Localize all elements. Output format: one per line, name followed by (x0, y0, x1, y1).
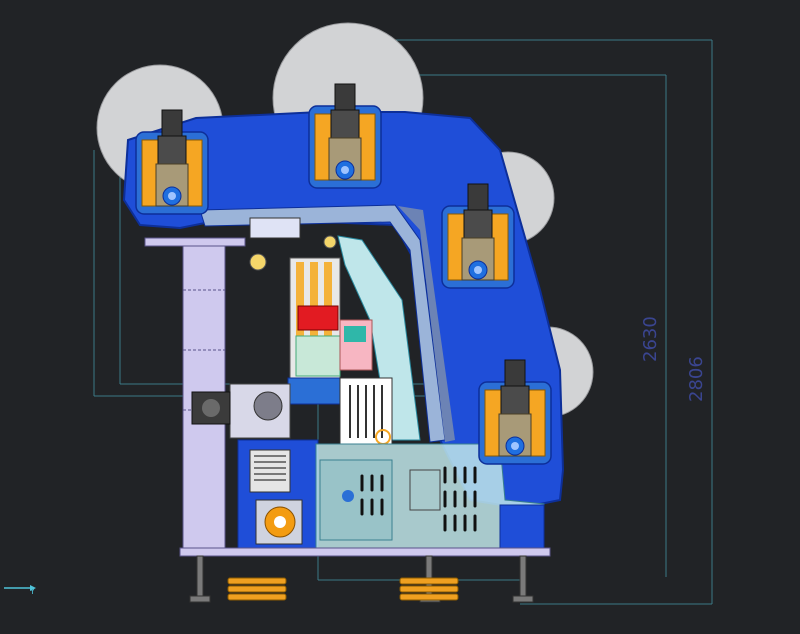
spring-left (227, 577, 287, 601)
inner-cover (337, 235, 421, 441)
feet (179, 547, 551, 603)
front-cover (315, 443, 545, 553)
red-block (297, 305, 339, 331)
dimension-inner: 2630 (640, 316, 661, 362)
axis-label: Y (29, 587, 35, 596)
spring-right (399, 577, 459, 601)
lower-base (237, 439, 319, 551)
dimension-outer: 2806 (686, 356, 707, 402)
central-mechanism (191, 217, 393, 445)
ucs-axis-icon: Y (4, 585, 36, 596)
